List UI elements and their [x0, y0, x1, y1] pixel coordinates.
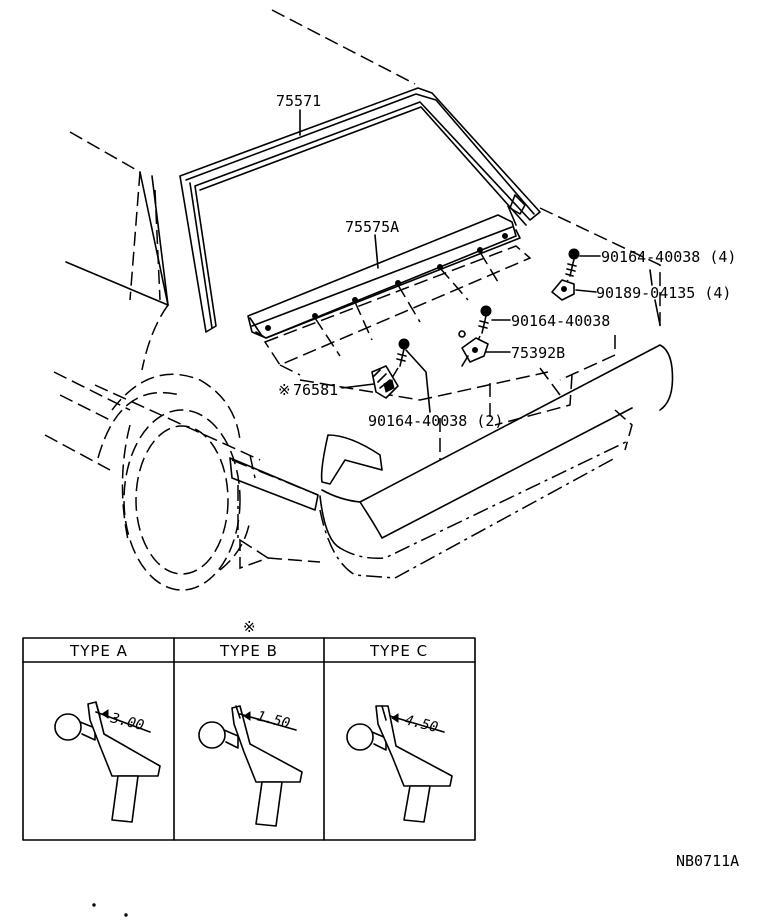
dim-type-b: 1.50	[255, 708, 292, 732]
label-nut-4: 90189-04135 (4)	[596, 284, 731, 302]
part-labels: 75571 75575A 90164-40038 (4) 90189-04135…	[276, 92, 736, 430]
clip-sketch-type-b	[198, 705, 303, 827]
lower-molding-75575A	[247, 214, 532, 376]
type-table: ※ TYPE A TYPE B TYPE C 3.00	[22, 618, 476, 841]
dim-type-a: 3.00	[108, 710, 146, 734]
clip-sketch-type-a	[54, 701, 161, 823]
leader-lines	[299, 109, 661, 413]
table-header-type-b: TYPE B	[219, 642, 278, 660]
table-header-type-c: TYPE C	[369, 642, 428, 660]
clip-76581	[371, 365, 399, 399]
retainer-75392B	[461, 337, 489, 367]
label-screw-4: 90164-40038 (4)	[601, 248, 736, 266]
label-75571: 75571	[276, 92, 321, 110]
label-75392B: 75392B	[511, 344, 565, 362]
table-header-type-a: TYPE A	[69, 642, 128, 660]
label-76581: 76581	[293, 381, 338, 399]
nut-right-4	[551, 279, 575, 301]
label-clip-mark: ※	[278, 381, 291, 399]
figure-code: NB0711A	[676, 852, 739, 870]
dim-type-c: 4.50	[403, 712, 440, 736]
label-screw-2: 90164-40038 (2)	[368, 412, 503, 430]
table-mark: ※	[243, 618, 256, 636]
clip-sketch-type-c	[346, 705, 453, 823]
screw-left-2	[391, 338, 410, 379]
label-75575A: 75575A	[345, 218, 399, 236]
car-body-outline	[44, 9, 674, 591]
upper-molding-75571	[179, 87, 541, 333]
label-screw-1: 90164-40038	[511, 312, 610, 330]
